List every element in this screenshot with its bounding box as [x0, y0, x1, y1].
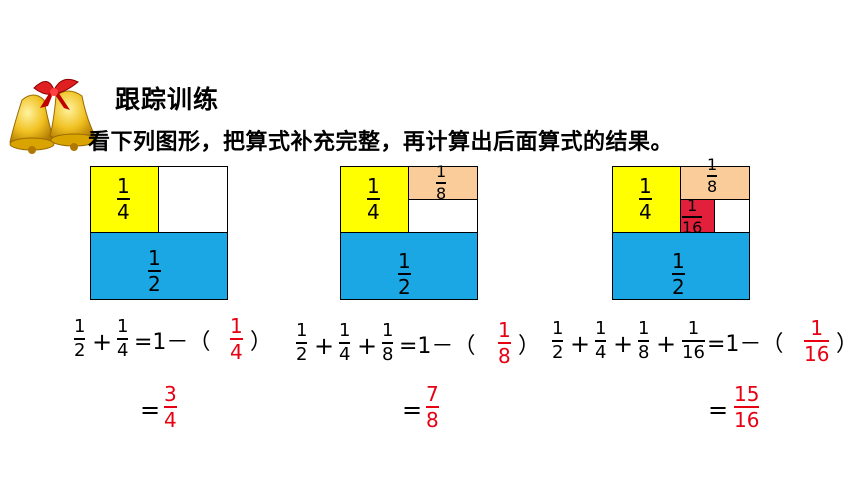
- equals-one-minus: =1－（: [399, 334, 476, 359]
- empty-region: [408, 199, 478, 234]
- equals-one-minus: =1－（: [134, 330, 211, 355]
- eighth-region: [408, 166, 478, 201]
- plus-sign: +: [570, 330, 591, 358]
- plus-sign: +: [613, 330, 634, 358]
- plus-sign: +: [92, 328, 113, 356]
- bell-icon: [9, 78, 98, 154]
- result-equals: =: [402, 396, 423, 424]
- plus-sign: +: [314, 332, 335, 360]
- equals-one-minus: =1－（: [707, 332, 784, 357]
- empty-region: [158, 166, 228, 234]
- close-paren: ）: [518, 334, 541, 359]
- close-paren: ）: [250, 330, 273, 355]
- half-region: [340, 232, 478, 300]
- plus-sign: +: [656, 330, 677, 358]
- result-equals: =: [708, 396, 729, 424]
- page-title: 跟踪训练: [115, 85, 220, 114]
- half-region: [612, 232, 750, 300]
- result-equals: =: [140, 396, 161, 424]
- plus-sign: +: [357, 332, 378, 360]
- instruction-text: 看下列图形，把算式补充完整，再计算出后面算式的结果。: [88, 130, 674, 155]
- empty-region: [714, 199, 750, 234]
- close-paren: ）: [836, 332, 859, 357]
- half-region: [90, 232, 228, 300]
